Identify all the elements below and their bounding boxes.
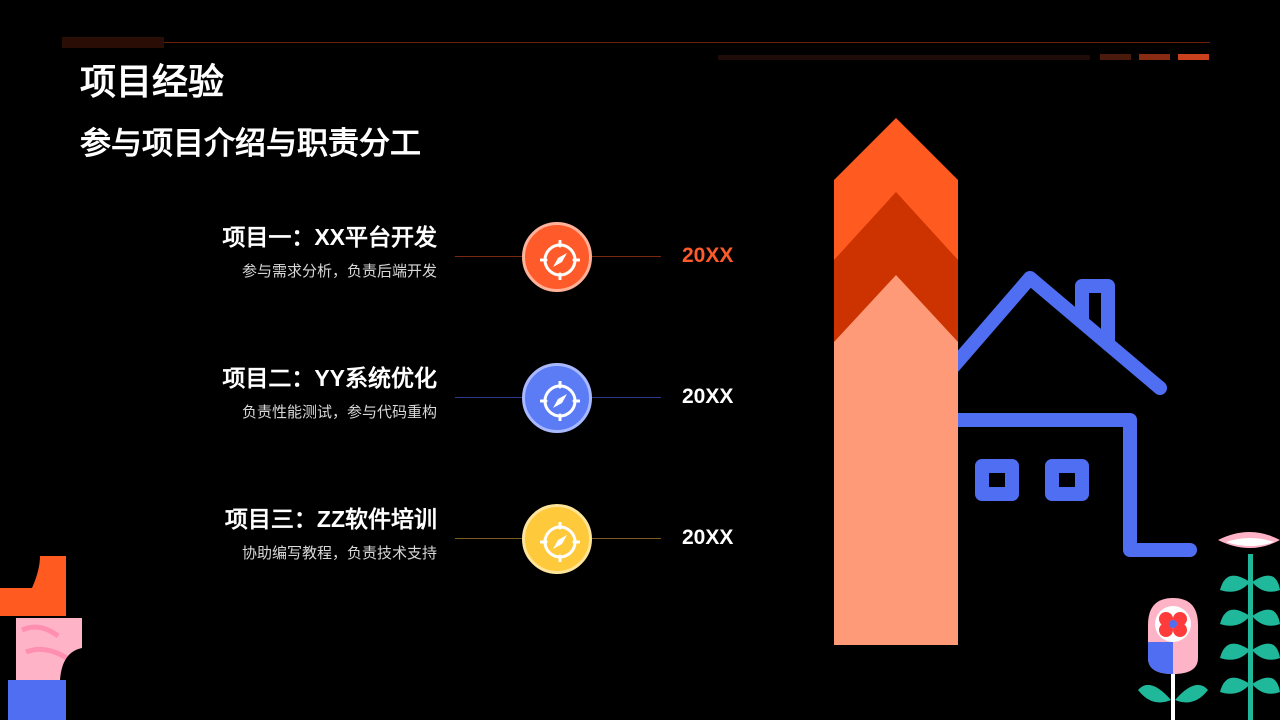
compass-icon <box>540 522 580 562</box>
timeline-node <box>522 504 592 574</box>
timeline-row-1: 项目一：XX平台开发 参与需求分析，负责后端开发 20XX <box>0 222 760 342</box>
project-description: 参与需求分析，负责后端开发 <box>241 263 437 280</box>
small-flower-icon <box>1138 598 1208 720</box>
project-description: 负责性能测试，参与代码重构 <box>241 404 437 421</box>
house-icon <box>933 271 1197 557</box>
compass-icon <box>540 381 580 421</box>
leaf-stem-icon <box>1218 532 1280 720</box>
timeline-row-3: 项目三：ZZ软件培训 协助编写教程，负责技术支持 20XX <box>0 504 760 624</box>
arrow-up-icon <box>834 118 958 645</box>
project-title: 项目三：ZZ软件培训 <box>224 506 437 532</box>
timeline-node <box>522 222 592 292</box>
house-arrow-illustration <box>834 118 1197 645</box>
project-title: 项目二：YY系统优化 <box>222 365 437 391</box>
page-subtitle: 参与项目介绍与职责分工 <box>80 126 421 161</box>
project-title: 项目一：XX平台开发 <box>222 224 437 250</box>
top-accent-block <box>62 37 164 48</box>
top-dash <box>1139 54 1170 60</box>
top-dark-bar <box>718 55 1090 60</box>
timeline-row-2: 项目二：YY系统优化 负责性能测试，参与代码重构 20XX <box>0 363 760 483</box>
top-divider-line <box>164 42 1210 43</box>
top-dash <box>1178 54 1209 60</box>
compass-icon <box>540 240 580 280</box>
flower-icon <box>1138 532 1280 720</box>
project-year: 20XX <box>682 244 734 267</box>
timeline-node <box>522 363 592 433</box>
project-year: 20XX <box>682 526 734 549</box>
number-one-icon <box>0 556 82 720</box>
project-year: 20XX <box>682 385 734 408</box>
project-description: 协助编写教程，负责技术支持 <box>241 545 437 562</box>
page-title: 项目经验 <box>80 61 225 102</box>
top-dash <box>1100 54 1131 60</box>
